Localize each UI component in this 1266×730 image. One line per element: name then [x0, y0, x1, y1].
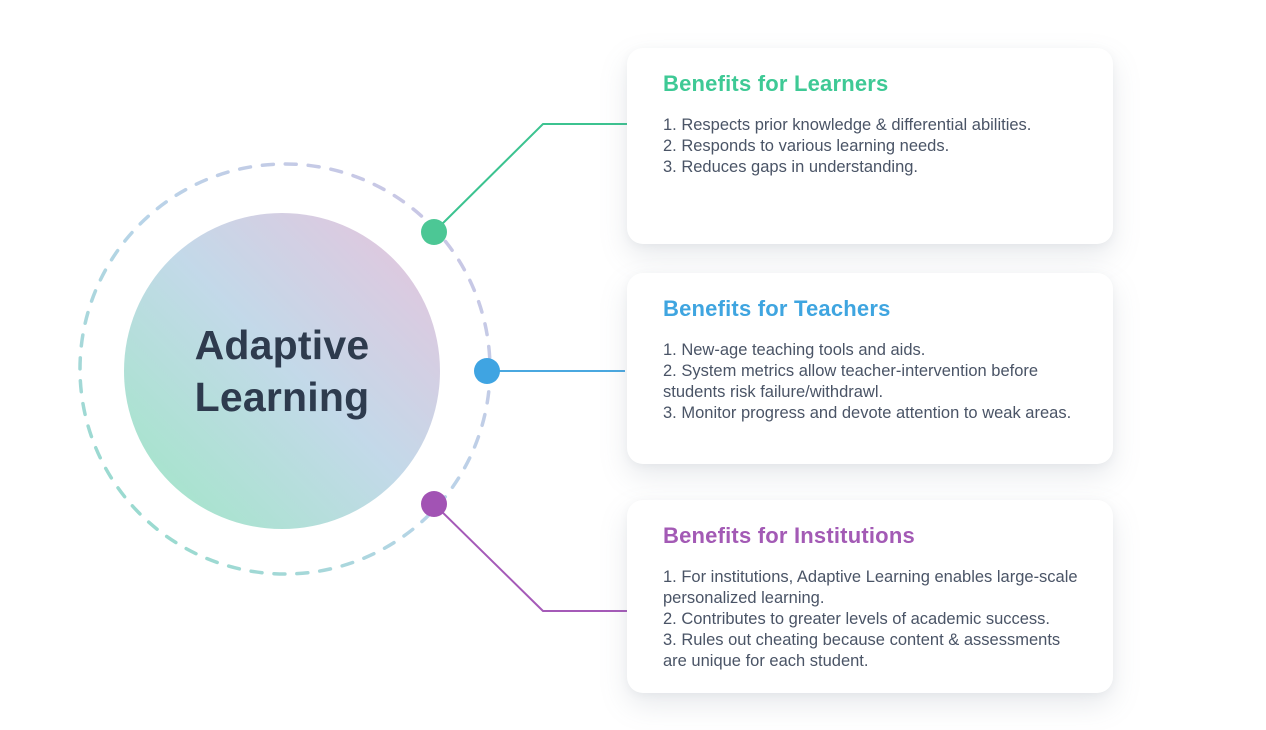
connector-dot-institutions [421, 491, 447, 517]
connector-dot-learners [421, 219, 447, 245]
card-item: 1. Respects prior knowledge & differenti… [663, 116, 1032, 134]
card-benefits-for-institutions: Benefits for Institutions 1. For institu… [627, 500, 1113, 693]
card-benefits-for-learners: Benefits for Learners 1. Respects prior … [627, 48, 1113, 244]
card-title: Benefits for Learners [663, 71, 889, 96]
card-item-list: 1. New-age teaching tools and aids. 2. S… [663, 340, 1083, 424]
connector-line-institutions [433, 503, 628, 612]
card-item: 2. Contributes to greater levels of acad… [663, 610, 1051, 628]
card-item: 2. Responds to various learning needs. [663, 137, 950, 155]
card-benefits-for-teachers: Benefits for Teachers 1. New-age teachin… [627, 273, 1113, 464]
card-item: 2. System metrics allow teacher-interven… [663, 362, 1039, 401]
card-item-list: 1. For institutions, Adaptive Learning e… [663, 567, 1083, 672]
card-item: 3. Monitor progress and devote attention… [663, 404, 1072, 422]
connector-dot-teachers [474, 358, 500, 384]
card-title: Benefits for Institutions [663, 523, 915, 548]
center-gradient-circle [124, 213, 440, 529]
card-item: 3. Reduces gaps in understanding. [663, 158, 919, 176]
card-title: Benefits for Teachers [663, 296, 891, 321]
card-item: 1. For institutions, Adaptive Learning e… [663, 568, 1078, 607]
connector-line-learners [433, 123, 627, 233]
card-item-list: 1. Respects prior knowledge & differenti… [663, 115, 1083, 178]
card-item: 1. New-age teaching tools and aids. [663, 341, 926, 359]
card-item: 3. Rules out cheating because content & … [663, 631, 1061, 670]
